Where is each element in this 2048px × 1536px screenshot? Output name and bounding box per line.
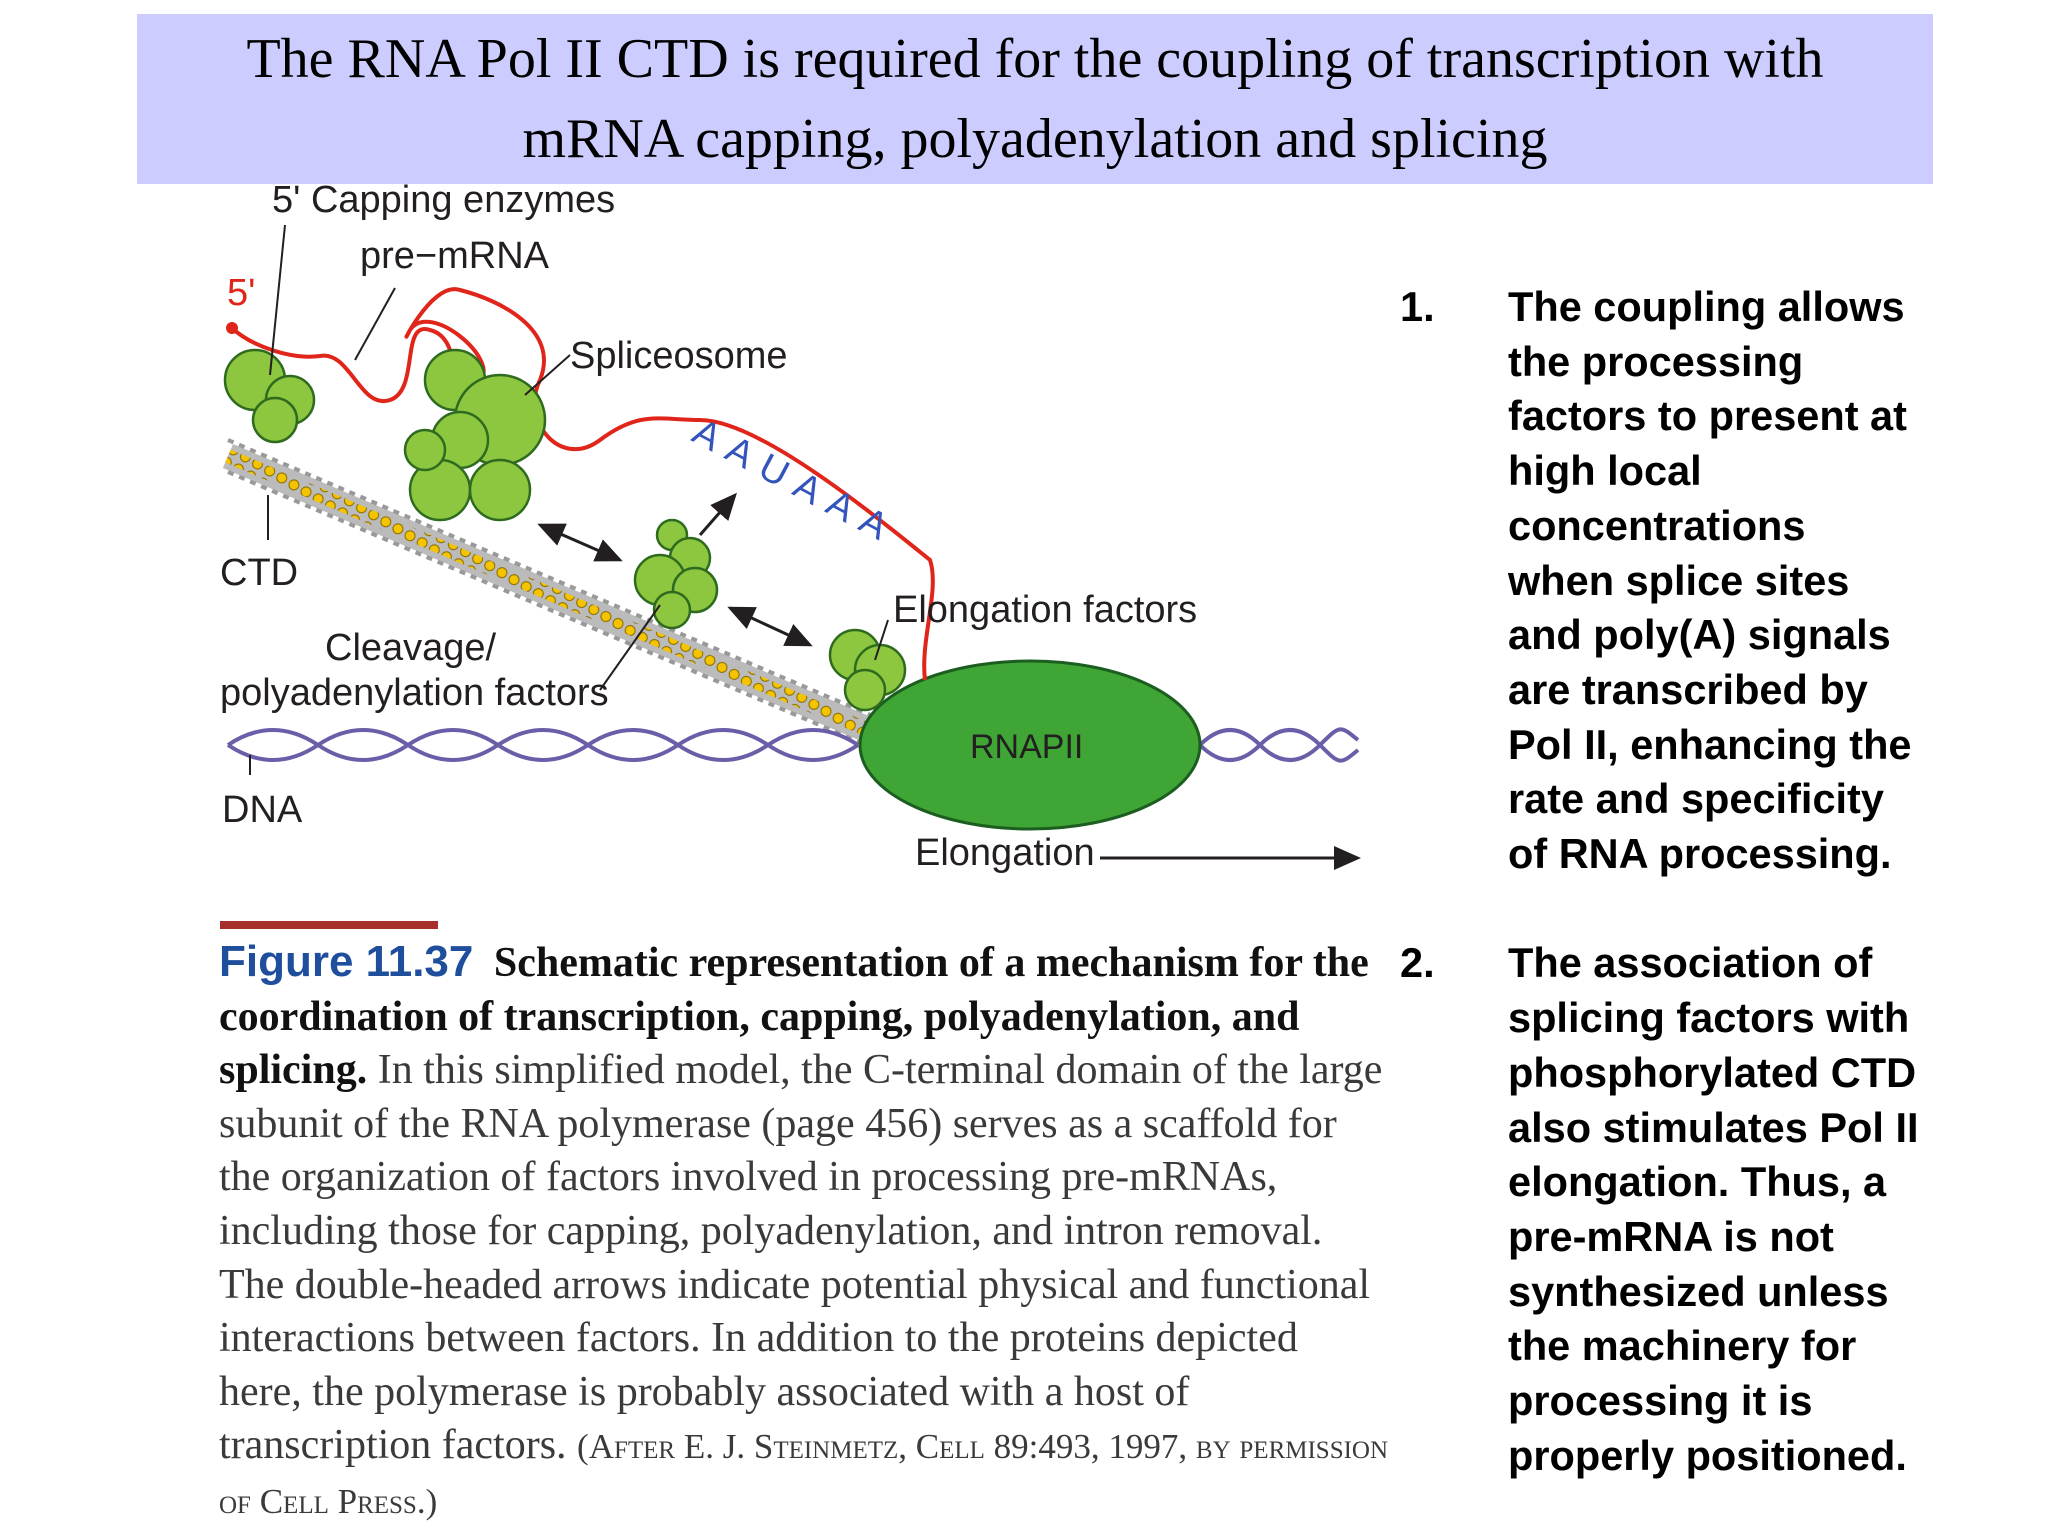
label-elongation-factors: Elongation factors — [893, 589, 1197, 631]
elongation-factor-proteins — [828, 628, 907, 712]
rnapii-label: RNAPII — [970, 728, 1083, 766]
slide-title: The RNA Pol II CTD is required for the c… — [137, 14, 1933, 184]
figure-credit: (After E. J. Steinmetz, Cell 89:493, 199… — [219, 1427, 1389, 1521]
ctd-strand — [222, 438, 886, 753]
label-pre-mrna: pre−mRNA — [360, 235, 550, 277]
label-aauaaa: AAUAAA — [686, 411, 905, 554]
capping-enzymes — [223, 348, 316, 444]
caption-rule — [220, 921, 438, 929]
leader-lines — [249, 224, 889, 775]
label-ctd: CTD — [220, 552, 298, 594]
figure-number: Figure 11.37 — [219, 937, 474, 986]
label-capping-enzymes: 5' Capping enzymes — [272, 179, 615, 221]
key-point: 1. The coupling allows the processing fa… — [1400, 280, 1960, 882]
interaction-arrow-1 — [537, 523, 623, 562]
label-spliceosome: Spliceosome — [570, 335, 788, 377]
key-point-text: The association of splicing factors with… — [1508, 939, 1919, 1479]
slide-title-line-1: The RNA Pol II CTD is required for the c… — [246, 28, 1824, 90]
label-5prime: 5' — [227, 272, 255, 314]
cleavage-polyadenylation-factors — [633, 518, 719, 630]
label-dna: DNA — [222, 789, 303, 831]
pre-mrna-strand — [230, 287, 935, 681]
polya-signal-arrow — [698, 492, 737, 536]
key-point-text: The coupling allows the processing facto… — [1508, 283, 1912, 878]
figure-caption: Figure 11.37 Schematic representation of… — [219, 935, 1389, 1529]
key-point: 2. The association of splicing factors w… — [1400, 936, 1960, 1483]
key-points-list: 1. The coupling allows the processing fa… — [1400, 280, 1960, 1483]
key-point-number: 2. — [1400, 939, 1435, 987]
label-cleavage-line1: Cleavage/ — [325, 627, 497, 669]
key-point-number: 1. — [1400, 283, 1435, 330]
interaction-arrow-2 — [727, 606, 813, 647]
dna-helix — [226, 727, 1360, 763]
label-cleavage-line2: polyadenylation factors — [220, 672, 609, 714]
slide-title-line-2: mRNA capping, polyadenylation and splici… — [522, 108, 1548, 170]
spliceosome — [403, 348, 547, 522]
figure-heading: Schematic representation of a mechanism … — [219, 940, 1369, 1094]
figure-body: In this simplified model, the C-terminal… — [219, 1047, 1383, 1469]
label-elongation: Elongation — [915, 832, 1095, 874]
rna-5prime-cap — [226, 322, 238, 334]
transcription-coupling-diagram: RNAPII — [220, 179, 1361, 874]
rnapii-ellipse — [858, 659, 1202, 831]
